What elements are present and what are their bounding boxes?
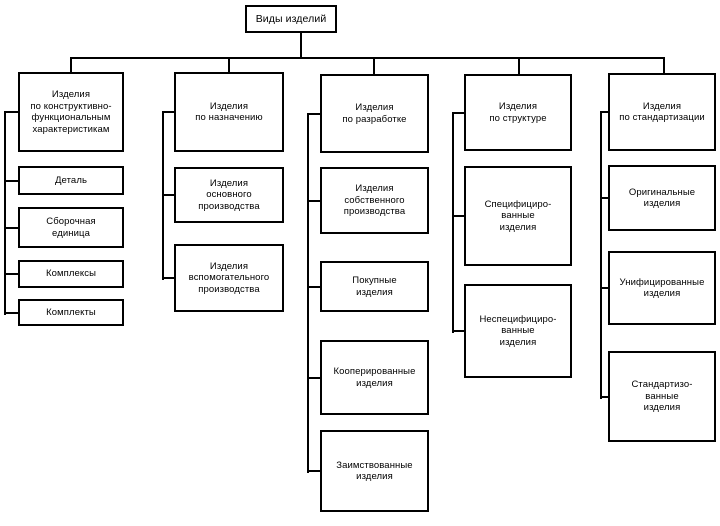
stub-by-structure-0 — [452, 111, 466, 114]
node-by-purpose-2[interactable]: Изделия вспомогательного производства — [174, 244, 284, 312]
node-by-purpose-1[interactable]: Изделия основного производства — [174, 167, 284, 223]
node-constructive-functional-1[interactable]: Деталь — [18, 166, 124, 195]
node-by-development-2-label: Покупные изделия — [352, 275, 397, 298]
node-by-standardization-3-label: Стандартизо- ванные изделия — [631, 379, 693, 414]
node-by-development-1-label: Изделия собственного производства — [343, 183, 406, 218]
column-spine-by-structure — [452, 112, 454, 333]
root-node-label: Виды изделий — [255, 13, 327, 25]
stub-constructive-functional-4 — [4, 311, 20, 314]
node-by-development-4[interactable]: Заимствованные изделия — [320, 430, 429, 512]
node-by-structure-0-label: Изделия по структуре — [489, 101, 547, 124]
stub-by-purpose-2 — [162, 277, 176, 279]
node-by-standardization-2-label: Унифицированные изделия — [619, 276, 705, 300]
stub-by-structure-2 — [452, 330, 466, 332]
main-bus — [70, 57, 665, 59]
stub-by-development-1 — [307, 199, 322, 202]
node-constructive-functional-2-label: Сборочная единица — [46, 216, 96, 239]
column-spine-by-purpose — [162, 112, 164, 280]
stub-by-purpose-1 — [162, 194, 176, 196]
column-drop-by-standardization — [663, 57, 665, 73]
stub-constructive-functional-3 — [4, 273, 20, 275]
column-spine-by-standardization — [600, 112, 602, 399]
node-by-development-2[interactable]: Покупные изделия — [320, 261, 429, 312]
node-by-development-3-label: Кооперированные изделия — [333, 366, 416, 389]
node-constructive-functional-4-label: Комплекты — [46, 306, 96, 318]
stub-constructive-functional-1 — [4, 179, 20, 182]
node-constructive-functional-0[interactable]: Изделия по конструктивно- функциональным… — [18, 72, 124, 152]
node-constructive-functional-1-label: Деталь — [54, 174, 88, 186]
node-by-structure-2-label: Неспецифициро- ванные изделия — [479, 313, 557, 348]
stub-by-structure-1 — [452, 215, 466, 217]
root-node[interactable]: Виды изделий — [245, 5, 337, 33]
node-by-development-1[interactable]: Изделия собственного производства — [320, 167, 429, 234]
node-by-standardization-0[interactable]: Изделия по стандартизации — [608, 73, 716, 151]
node-by-standardization-0-label: Изделия по стандартизации — [619, 100, 705, 124]
node-by-development-3[interactable]: Кооперированные изделия — [320, 340, 429, 415]
stub-constructive-functional-0 — [4, 111, 20, 113]
stub-by-standardization-0 — [600, 111, 610, 113]
column-spine-by-development — [307, 113, 309, 473]
node-by-development-0[interactable]: Изделия по разработке — [320, 74, 429, 153]
stub-constructive-functional-2 — [4, 226, 20, 229]
node-by-development-0-label: Изделия по разработке — [342, 102, 407, 125]
node-by-purpose-0-label: Изделия по назначению — [195, 100, 263, 124]
node-by-standardization-3[interactable]: Стандартизо- ванные изделия — [608, 351, 716, 442]
node-by-standardization-2[interactable]: Унифицированные изделия — [608, 251, 716, 325]
node-by-structure-0[interactable]: Изделия по структуре — [464, 74, 572, 151]
stub-by-development-2 — [307, 285, 322, 288]
node-by-structure-1[interactable]: Специфициро- ванные изделия — [464, 166, 572, 266]
stub-by-purpose-0 — [162, 111, 176, 113]
node-by-structure-1-label: Специфициро- ванные изделия — [484, 198, 552, 233]
node-constructive-functional-3[interactable]: Комплексы — [18, 260, 124, 288]
column-drop-by-structure — [518, 57, 520, 74]
stub-by-standardization-3 — [600, 395, 610, 398]
stub-by-standardization-2 — [600, 287, 610, 289]
column-drop-by-development — [373, 57, 375, 74]
node-by-standardization-1-label: Оригинальные изделия — [628, 186, 696, 210]
node-constructive-functional-3-label: Комплексы — [45, 268, 97, 280]
node-by-structure-2[interactable]: Неспецифициро- ванные изделия — [464, 284, 572, 378]
stub-by-development-4 — [307, 470, 322, 472]
stub-by-development-3 — [307, 376, 322, 379]
column-drop-by-purpose — [228, 57, 230, 72]
column-drop-constructive-functional — [70, 57, 72, 72]
node-constructive-functional-0-label: Изделия по конструктивно- функциональным… — [30, 89, 112, 135]
column-spine-constructive-functional — [4, 112, 6, 315]
root-stem — [300, 33, 302, 57]
node-by-purpose-2-label: Изделия вспомогательного производства — [188, 260, 270, 295]
node-constructive-functional-2[interactable]: Сборочная единица — [18, 207, 124, 248]
stub-by-development-0 — [307, 112, 322, 115]
node-by-standardization-1[interactable]: Оригинальные изделия — [608, 165, 716, 231]
stub-by-standardization-1 — [600, 197, 610, 199]
node-constructive-functional-4[interactable]: Комплекты — [18, 299, 124, 326]
node-by-development-4-label: Заимствованные изделия — [336, 459, 413, 483]
node-by-purpose-1-label: Изделия основного производства — [198, 177, 260, 212]
node-by-purpose-0[interactable]: Изделия по назначению — [174, 72, 284, 152]
